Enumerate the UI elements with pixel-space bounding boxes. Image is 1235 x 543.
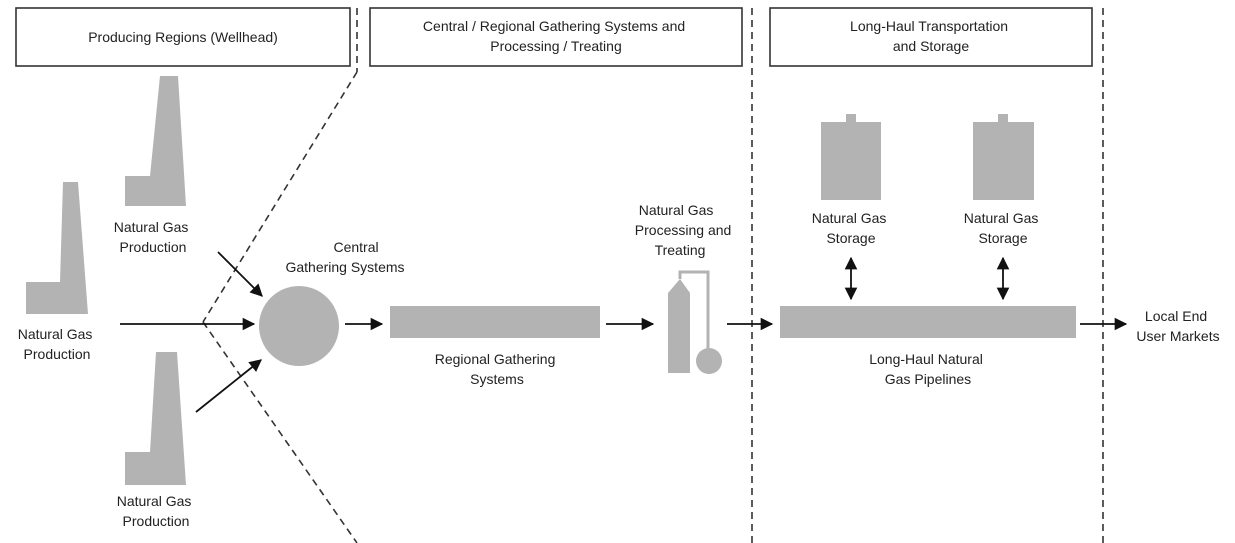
arrow-top-to-central <box>217 251 263 297</box>
regional-gathering-bar <box>390 306 600 338</box>
processing-pipe <box>678 270 710 352</box>
header-gathering-processing-box <box>369 7 743 67</box>
label-storage-1: Natural Gas Storage <box>812 210 891 246</box>
boundary-producing-upper-diagonal <box>202 71 358 323</box>
storage-tank-1-icon <box>821 114 881 200</box>
wellhead-production-bottom-icon <box>125 352 186 485</box>
wellhead-production-left-icon <box>26 182 88 314</box>
label-central-gathering: Central Gathering Systems <box>285 239 404 275</box>
header-long-haul: Long-Haul Transportation and Storage <box>850 18 1012 54</box>
boundary-producing-lower-diagonal <box>202 321 358 543</box>
arrow-bottom-to-central <box>195 359 262 413</box>
label-production-top: Natural Gas Production <box>114 219 193 255</box>
label-pipelines: Long-Haul Natural Gas Pipelines <box>869 351 987 387</box>
storage-tank-2-icon <box>973 114 1034 200</box>
central-gathering-icon <box>259 286 339 366</box>
long-haul-pipeline-bar <box>780 306 1076 338</box>
label-production-bottom: Natural Gas Production <box>117 493 196 529</box>
header-long-haul-box <box>769 7 1093 67</box>
label-processing: Natural Gas Processing and Treating <box>635 202 735 258</box>
label-regional-gathering: Regional Gathering Systems <box>435 351 560 387</box>
processing-tank-icon <box>696 348 722 374</box>
wellhead-production-top-icon <box>125 76 186 206</box>
header-gathering-processing: Central / Regional Gathering Systems and… <box>423 18 689 54</box>
label-storage-2: Natural Gas Storage <box>964 210 1043 246</box>
header-producing-regions: Producing Regions (Wellhead) <box>88 29 278 45</box>
header-producing-regions-box <box>15 7 351 67</box>
label-production-left: Natural Gas Production <box>18 326 97 362</box>
processing-tower-icon <box>668 279 690 373</box>
label-end-markets: Local End User Markets <box>1136 308 1219 344</box>
